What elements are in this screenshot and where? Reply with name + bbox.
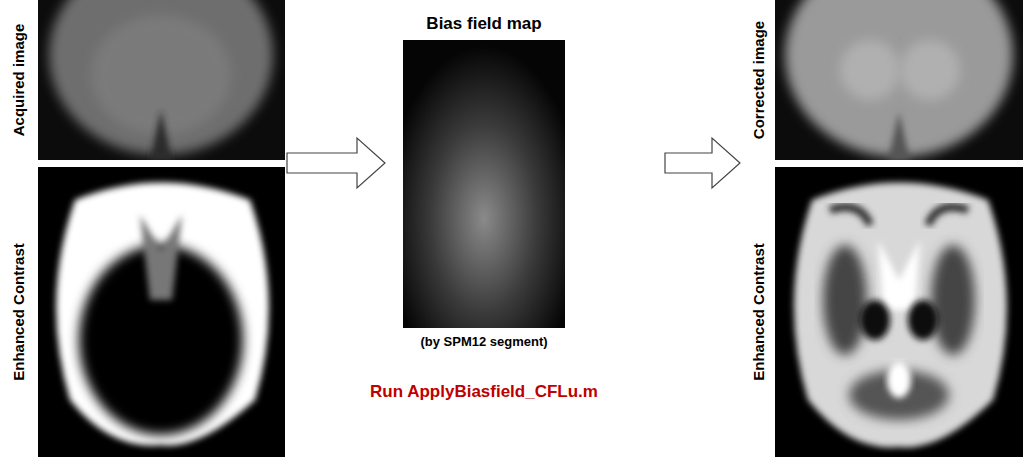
image-panel: Enhanced Contrast [38, 167, 285, 457]
acquired-slice [38, 0, 285, 160]
panel-label: Enhanced Contrast [10, 243, 27, 381]
image-panel: Acquired image [38, 0, 285, 160]
image-panel: Enhanced Contrast [775, 167, 1023, 457]
enhanced-corrected-slice [775, 167, 1023, 457]
image-panel: Bias field map(by SPM12 segment) [403, 40, 565, 328]
bias-field-image [403, 40, 565, 328]
corrected-slice [775, 0, 1023, 160]
panel-label: Corrected image [750, 21, 767, 139]
hollow-arrow [665, 138, 740, 188]
panel-label: Enhanced Contrast [750, 243, 767, 381]
enhanced-slice [38, 167, 285, 457]
script-note: Run ApplyBiasfield_CFLu.m [370, 382, 598, 402]
image-panel: Corrected image [775, 0, 1023, 160]
hollow-arrow [287, 138, 385, 188]
panel-caption: (by SPM12 segment) [420, 334, 547, 349]
panel-label: Acquired image [10, 24, 27, 137]
panel-title: Bias field map [426, 14, 541, 34]
